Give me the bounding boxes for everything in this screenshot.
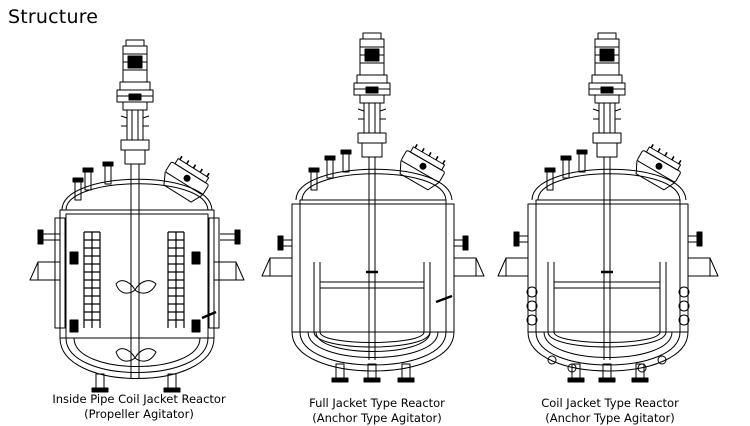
reactor-1-name: Inside Pipe Coil Jacket Reactor	[52, 392, 226, 406]
reactor-3-name: Coil Jacket Type Reactor	[541, 396, 679, 410]
reactor-2-agitator: (Anchor Type Agitator)	[312, 411, 442, 425]
reactor-2-drawing	[261, 32, 485, 383]
reactor-1-caption: Inside Pipe Coil Jacket Reactor (Propell…	[19, 392, 259, 422]
reactor-1-agitator: (Propeller Agitator)	[84, 407, 194, 421]
reactor-3-drawing	[497, 32, 719, 383]
reactor-2-name: Full Jacket Type Reactor	[309, 396, 445, 410]
page-title: Structure	[8, 6, 99, 28]
reactor-3-caption: Coil Jacket Type Reactor (Anchor Type Ag…	[490, 396, 730, 426]
reactor-1-drawing	[29, 39, 245, 393]
reactor-2-caption: Full Jacket Type Reactor (Anchor Type Ag…	[257, 396, 497, 426]
reactor-3-agitator: (Anchor Type Agitator)	[545, 411, 675, 425]
